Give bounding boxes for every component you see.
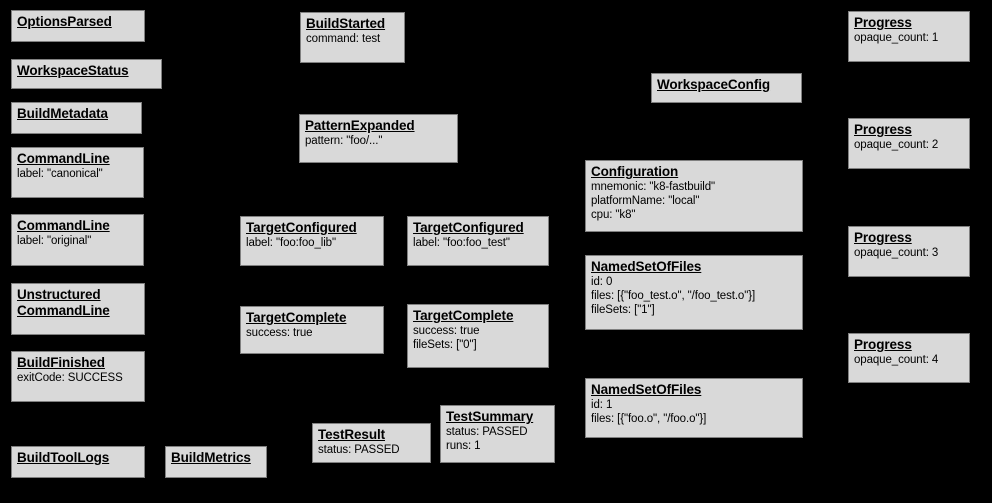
event-node-pattern-expanded[interactable]: PatternExpanded pattern: "foo/..." (299, 114, 458, 163)
event-node-title: CommandLine (17, 151, 110, 166)
event-node-title: NamedSetOfFiles (591, 259, 702, 274)
event-node-configuration[interactable]: Configuration mnemonic: "k8-fastbuild" pl… (585, 160, 803, 232)
event-node-fields: mnemonic: "k8-fastbuild" platformName: "… (591, 181, 716, 221)
event-node-build-metrics[interactable]: BuildMetrics (165, 446, 267, 478)
event-node-unstructured-command-line[interactable]: Unstructured CommandLine (11, 283, 145, 335)
event-node-named-set-of-files-0[interactable]: NamedSetOfFiles id: 0 files: [{"foo_test.… (585, 255, 803, 330)
event-node-title: OptionsParsed (17, 14, 112, 29)
event-node-command-line-canonical[interactable]: CommandLine label: "canonical" (11, 147, 144, 198)
event-node-workspace-config[interactable]: WorkspaceConfig (651, 73, 802, 103)
event-node-fields: label: "canonical" (17, 168, 103, 180)
event-node-fields: opaque_count: 3 (854, 247, 939, 259)
event-node-fields: status: PASSED runs: 1 (446, 426, 528, 452)
event-node-title: Configuration (591, 164, 679, 179)
event-node-title: TargetComplete (246, 310, 347, 325)
event-node-title: CommandLine (17, 218, 110, 233)
event-node-command-line-original[interactable]: CommandLine label: "original" (11, 214, 144, 266)
event-node-title: TargetComplete (413, 308, 514, 323)
event-node-title: Unstructured CommandLine (17, 287, 110, 318)
event-node-title: BuildMetadata (17, 106, 108, 121)
event-node-progress-2[interactable]: Progress opaque_count: 2 (848, 118, 970, 169)
event-node-fields: label: "foo:foo_test" (413, 237, 510, 249)
event-node-fields: opaque_count: 2 (854, 139, 939, 151)
event-node-fields: id: 0 files: [{"foo_test.o", "/foo_test.… (591, 276, 756, 316)
event-node-test-summary[interactable]: TestSummary status: PASSED runs: 1 (440, 405, 555, 463)
event-node-title: TargetConfigured (413, 220, 524, 235)
event-node-progress-3[interactable]: Progress opaque_count: 3 (848, 226, 970, 277)
event-node-target-complete-lib[interactable]: TargetComplete success: true (240, 306, 384, 354)
event-node-fields: exitCode: SUCCESS (17, 372, 123, 384)
event-node-title: BuildToolLogs (17, 450, 110, 465)
event-node-fields: opaque_count: 1 (854, 32, 939, 44)
event-node-build-finished[interactable]: BuildFinished exitCode: SUCCESS (11, 351, 145, 402)
event-node-fields: label: "foo:foo_lib" (246, 237, 336, 249)
event-node-title: TargetConfigured (246, 220, 357, 235)
event-node-title: WorkspaceConfig (657, 77, 771, 92)
event-node-title: Progress (854, 122, 912, 137)
event-node-target-configured-foo-test[interactable]: TargetConfigured label: "foo:foo_test" (407, 216, 549, 266)
event-node-workspace-status[interactable]: WorkspaceStatus (11, 59, 162, 89)
event-node-build-tool-logs[interactable]: BuildToolLogs (11, 446, 145, 478)
event-node-fields: label: "original" (17, 235, 92, 247)
event-node-fields: success: true (246, 327, 313, 339)
event-node-title: BuildFinished (17, 355, 105, 370)
event-node-progress-1[interactable]: Progress opaque_count: 1 (848, 11, 970, 62)
event-node-title: BuildStarted (306, 16, 386, 31)
event-node-fields: status: PASSED (318, 444, 400, 456)
event-node-title: WorkspaceStatus (17, 63, 129, 78)
event-node-build-metadata[interactable]: BuildMetadata (11, 102, 142, 134)
event-node-fields: success: true fileSets: ["0"] (413, 325, 480, 351)
event-node-fields: id: 1 files: [{"foo.o", "/foo.o"}] (591, 399, 707, 425)
event-node-title: Progress (854, 15, 912, 30)
event-node-target-complete-test[interactable]: TargetComplete success: true fileSets: ["… (407, 304, 549, 368)
event-node-title: PatternExpanded (305, 118, 415, 133)
event-node-fields: opaque_count: 4 (854, 354, 939, 366)
event-node-test-result[interactable]: TestResult status: PASSED (312, 423, 431, 463)
event-node-title: Progress (854, 337, 912, 352)
event-node-progress-4[interactable]: Progress opaque_count: 4 (848, 333, 970, 383)
event-node-title: BuildMetrics (171, 450, 251, 465)
event-node-named-set-of-files-1[interactable]: NamedSetOfFiles id: 1 files: [{"foo.o", "… (585, 378, 803, 438)
event-node-options-parsed[interactable]: OptionsParsed (11, 10, 145, 42)
event-node-target-configured-foo-lib[interactable]: TargetConfigured label: "foo:foo_lib" (240, 216, 384, 266)
event-node-build-started[interactable]: BuildStarted command: test (300, 12, 405, 63)
event-node-fields: pattern: "foo/..." (305, 135, 383, 147)
event-node-title: TestSummary (446, 409, 534, 424)
event-node-title: TestResult (318, 427, 386, 442)
event-node-title: Progress (854, 230, 912, 245)
event-node-title: NamedSetOfFiles (591, 382, 702, 397)
event-node-fields: command: test (306, 33, 381, 45)
